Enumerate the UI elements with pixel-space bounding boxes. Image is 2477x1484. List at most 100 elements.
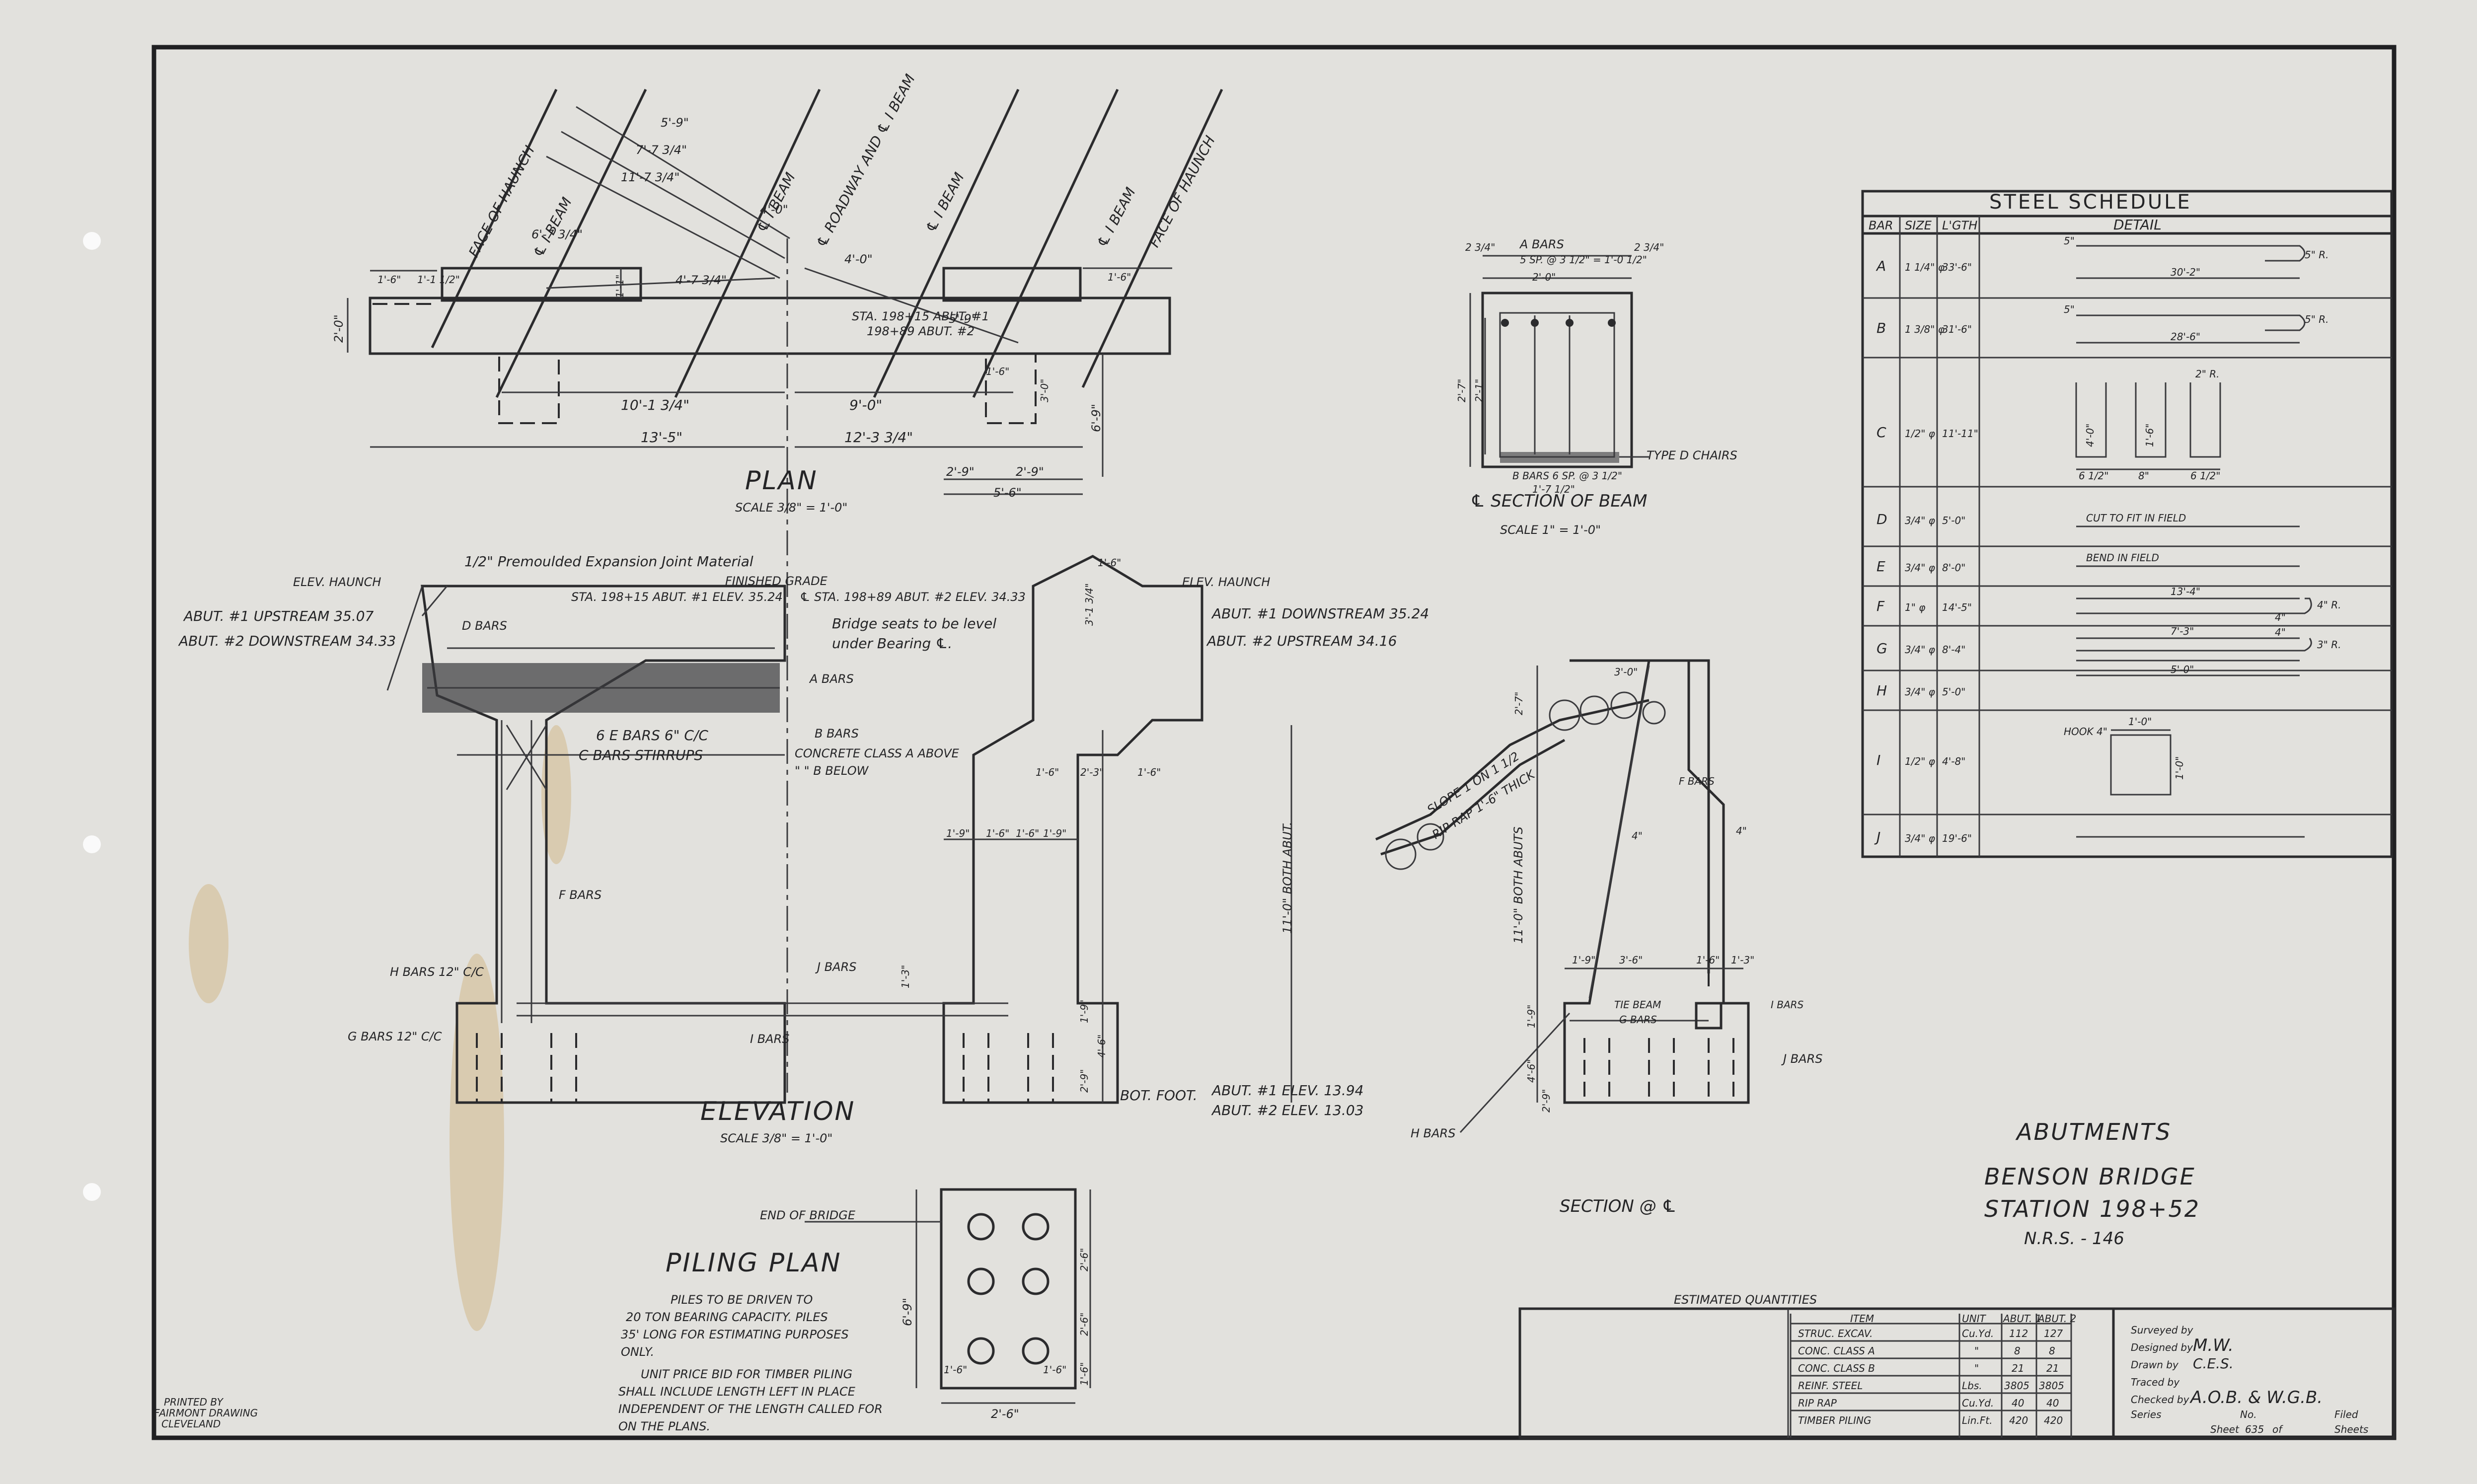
piling-note: ONLY. <box>621 1345 654 1359</box>
qty-abut1: 420 <box>2009 1414 2028 1426</box>
elev-dim: 4'-6" <box>1096 1035 1108 1058</box>
bar-detail: 13'-4" <box>2171 586 2200 597</box>
section-dim: 1'-9" <box>1525 1005 1537 1028</box>
c-bars-label: C BARS STIRRUPS <box>579 747 703 763</box>
section-cl-view: 3'-0" 2'-7" 1'-9" 3'-6" 1'-6" 1'-3" 4" 4… <box>1375 659 1823 1216</box>
quantities-row: TIMBER PILING Lin.Ft. 420 420 <box>1798 1414 2063 1426</box>
elev-dim: 2'-3" <box>1080 766 1104 778</box>
plan-dim: 9'-0" <box>849 397 882 413</box>
qty-abut2: 3805 <box>2039 1380 2064 1392</box>
qty-item: CONC. CLASS A <box>1798 1345 1875 1357</box>
elevation-view: 1/2" Premoulded Expansion Joint Material… <box>178 553 1429 1145</box>
qty-unit: Cu.Yd. <box>1962 1397 1994 1409</box>
detail-annotation: 5" R. <box>2305 249 2329 261</box>
bar-size: 1" φ <box>1905 601 1925 613</box>
qty-item: RIP RAP <box>1798 1397 1837 1409</box>
elev-haunch-right: ELEV. HAUNCH <box>1182 575 1270 589</box>
qty-abut1: 40 <box>2012 1397 2024 1409</box>
beam-a-spacing: 5 SP. @ 3 1/2" = 1'-0 1/2" <box>1520 254 1647 266</box>
sheet-border <box>151 45 2397 1440</box>
schedule-row: B 1 3/8" φ 31'-6" 28'-6" <box>1877 320 2200 343</box>
plan-dim: 2'-9" <box>1016 465 1044 479</box>
finished-grade: FINISHED GRADE <box>725 574 828 588</box>
quantities-header: ABUT. 2 <box>2037 1313 2076 1325</box>
plan-dim: 12'-3 3/4" <box>844 429 913 445</box>
water-stain <box>541 725 571 864</box>
bar-size: 1 1/4" φ <box>1905 261 1945 273</box>
piling-dim: 1'-6" <box>944 1364 967 1376</box>
elevation-title: ELEVATION <box>700 1097 855 1126</box>
j-bars-label: J BARS <box>815 960 857 974</box>
checked-by-value: A.O.B. & W.G.B. <box>2189 1388 2323 1408</box>
quantities-header: ABUT. 1 <box>2002 1313 2041 1325</box>
elev-dim: 1'-3" <box>900 965 911 988</box>
steel-schedule-title: STEEL SCHEDULE <box>1989 191 2192 214</box>
qty-abut2: 8 <box>2049 1345 2055 1357</box>
plan-label: FACE OF HAUNCH <box>465 143 538 260</box>
section-cl-title: SECTION @ ℄ <box>1560 1196 1677 1216</box>
plan-label: 198+89 ABUT. #2 <box>867 324 975 338</box>
beam-dim: 2 3/4" <box>1465 241 1495 253</box>
elev-dim: 1'-6" <box>1098 557 1121 569</box>
beam-dim: 2'-7" <box>1456 379 1468 402</box>
plan-label: STA. 198+15 ABUT. #1 <box>852 309 989 323</box>
elev-dim: 1'-6" <box>1137 766 1161 778</box>
plan-dim: 5'-6" <box>993 486 1022 500</box>
plan-label: ℄ I BEAM <box>922 170 968 235</box>
bar-detail: 5'-0" <box>2171 664 2194 675</box>
bar-mark: B <box>1877 320 1886 336</box>
qty-abut1: 21 <box>2012 1362 2024 1374</box>
stamp-line: CLEVELAND <box>161 1418 221 1430</box>
quantities-row: CONC. CLASS B " 21 21 <box>1798 1362 2059 1374</box>
plan-dim: 2'-9" <box>946 465 975 479</box>
section-dim: 1'-3" <box>1731 954 1754 966</box>
both-abut-dim: 11'-0" BOTH ABUT. <box>1280 822 1294 934</box>
bridge-seats-note: under Bearing ℄. <box>832 635 952 652</box>
qty-unit: Cu.Yd. <box>1962 1328 1994 1339</box>
bar-size: 3/4" φ <box>1905 686 1935 698</box>
section-i-bars: I BARS <box>1771 999 1804 1011</box>
elev-dim: 1'-6" <box>986 827 1009 839</box>
detail-annotation: 4" <box>2275 626 2286 638</box>
quantities-header: ITEM <box>1850 1313 1874 1325</box>
qty-unit: Lin.Ft. <box>1962 1414 1992 1426</box>
piling-note: UNIT PRICE BID FOR TIMBER PILING <box>641 1367 852 1381</box>
a-bars-label: A BARS <box>809 672 854 686</box>
bar-detail: CUT TO FIT IN FIELD <box>2086 512 2186 524</box>
detail-annotation: HOOK 4" <box>2064 726 2107 738</box>
schedule-header: SIZE <box>1905 219 1932 232</box>
bar-length: 11'-11" <box>1942 428 1978 440</box>
qty-abut1: 8 <box>2014 1345 2021 1357</box>
checked-by: Checked by <box>2131 1394 2190 1406</box>
bot-foot: BOT. FOOT. <box>1120 1087 1198 1104</box>
plan-dim: 6'-7 3/4" <box>531 227 583 241</box>
concrete-b-label: " " B BELOW <box>795 764 869 778</box>
schedule-header: DETAIL <box>2113 217 2162 233</box>
punch-hole <box>83 232 101 250</box>
drawing-title: ABUTMENTS BENSON BRIDGE STATION 198+52 N… <box>1984 1118 2199 1249</box>
plan-dim: 10'-1 3/4" <box>621 397 689 413</box>
plan-dim: 13'-5" <box>641 429 682 445</box>
section-dim: 3'-0" <box>1614 666 1638 678</box>
plan-dim: 4'-0" <box>760 203 788 217</box>
punch-hole <box>83 1183 101 1201</box>
series-label: Series <box>2131 1409 2162 1420</box>
drawn-by-value: C.E.S. <box>2193 1355 2234 1372</box>
bar-length: 14'-5" <box>1942 601 1972 613</box>
quantities-header: UNIT <box>1962 1313 1986 1325</box>
bar-detail: 7'-3" <box>2171 625 2194 637</box>
elev-dim: 1'-6" <box>1016 827 1039 839</box>
concrete-a-label: CONCRETE CLASS A ABOVE <box>795 746 960 760</box>
bar-size: 3/4" φ <box>1905 832 1935 844</box>
bar-length: 8'-0" <box>1942 562 1965 574</box>
elev-dim: 1'-9" <box>946 827 970 839</box>
plan-dim: 7'-7 3/4" <box>636 143 687 157</box>
qty-unit: " <box>1974 1345 1979 1357</box>
type-d-chairs: TYPE D CHAIRS <box>1647 448 1737 462</box>
of-label: of <box>2272 1423 2283 1435</box>
sheets-label: Sheets <box>2334 1423 2368 1435</box>
abut1-downstream: ABUT. #1 DOWNSTREAM 35.24 <box>1211 605 1429 622</box>
sheet-label: Sheet <box>2210 1423 2240 1435</box>
